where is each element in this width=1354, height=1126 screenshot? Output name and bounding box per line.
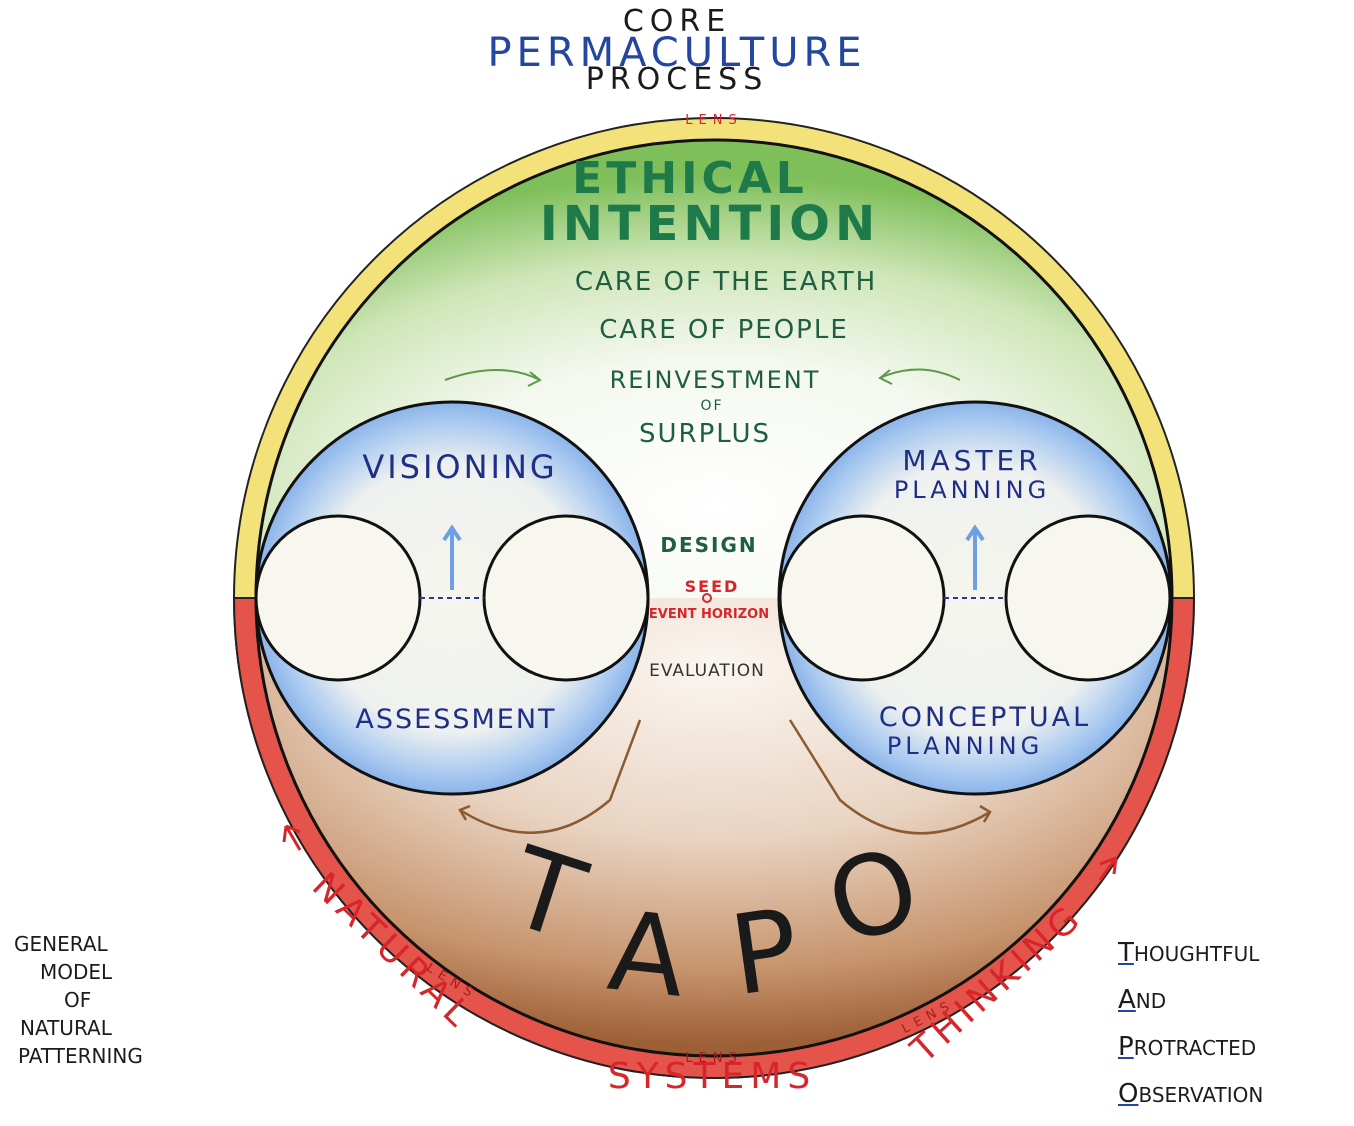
ethics-heading-line2: INTENTION: [540, 196, 880, 252]
note-line: PATTERNING: [18, 1044, 143, 1068]
green-arrow-right-icon: [878, 368, 961, 385]
acronym-initial: T: [1118, 938, 1134, 968]
conceptual-planning-line1: CONCEPTUAL: [879, 702, 1091, 733]
left-arc-arrow-icon: [282, 824, 302, 851]
acronym-initial: P: [1118, 1032, 1134, 1062]
right-inner-circle-b: [1004, 514, 1172, 682]
note-line: NATURAL: [20, 1016, 112, 1040]
acronym-initial: O: [1118, 1079, 1139, 1109]
right-arc-arrow-icon: [1098, 856, 1118, 881]
acronym-rest: ROTRACTED: [1133, 1036, 1257, 1060]
ethic-of: OF: [700, 398, 723, 414]
general-model-note: GENERAL MODEL OF NATURAL PATTERNING: [14, 930, 204, 1070]
left-inner-circle-b: [482, 514, 650, 682]
ethic-people: CARE OF PEOPLE: [599, 315, 849, 345]
tapo-letter-a: A: [603, 887, 691, 1022]
ethic-surplus: SURPLUS: [639, 419, 771, 449]
conceptual-planning-line2: PLANNING: [887, 732, 1043, 760]
lens-label-bottom: LENS: [685, 1051, 742, 1066]
design-label: DESIGN: [660, 533, 757, 557]
ethic-earth: CARE OF THE EARTH: [575, 267, 877, 297]
assessment-label: ASSESSMENT: [355, 704, 556, 735]
title-line1: CORE: [622, 4, 732, 39]
systems-arc-label: SYSTEMS: [608, 1056, 816, 1097]
lens-label-top: LENS: [685, 113, 742, 128]
note-line: OF: [64, 988, 92, 1012]
left-inner-circle-a: [254, 514, 422, 682]
acronym-line: PROTRACTED: [1118, 1024, 1348, 1071]
acronym-rest: ND: [1135, 989, 1167, 1013]
visioning-label: VISIONING: [362, 448, 557, 486]
title-line2: PERMACULTURE: [487, 30, 867, 76]
ethics-heading-line1: ETHICAL: [572, 153, 808, 204]
evaluation-label: EVALUATION: [649, 661, 765, 681]
seed-dot-icon: [702, 593, 712, 603]
master-planning-line2: PLANNING: [894, 476, 1050, 504]
acronym-rest: HOUGHTFUL: [1133, 942, 1260, 966]
left-up-arrow-icon: [442, 524, 462, 590]
brown-arrow-left-icon: [458, 719, 642, 834]
note-line: GENERAL: [14, 932, 108, 956]
acronym-initial: A: [1118, 985, 1136, 1015]
right-inner-circle-a: [778, 514, 946, 682]
seed-label: SEED: [685, 577, 740, 596]
title-line3: PROCESS: [585, 62, 769, 97]
master-planning-line1: MASTER: [902, 444, 1041, 477]
note-line: MODEL: [40, 960, 113, 984]
tapo-acronym-note: THOUGHTFUL AND PROTRACTED OBSERVATION: [1118, 930, 1348, 1118]
ethic-reinvestment: REINVESTMENT: [610, 366, 821, 394]
right-up-arrow-icon: [965, 524, 985, 590]
acronym-line: OBSERVATION: [1118, 1071, 1348, 1118]
acronym-rest: BSERVATION: [1138, 1083, 1264, 1107]
brown-arrow-right-icon: [788, 719, 992, 835]
green-arrow-left-icon: [444, 369, 542, 387]
event-horizon-label: EVENT HORIZON: [649, 607, 769, 622]
acronym-line: THOUGHTFUL: [1118, 930, 1348, 977]
acronym-line: AND: [1118, 977, 1348, 1024]
